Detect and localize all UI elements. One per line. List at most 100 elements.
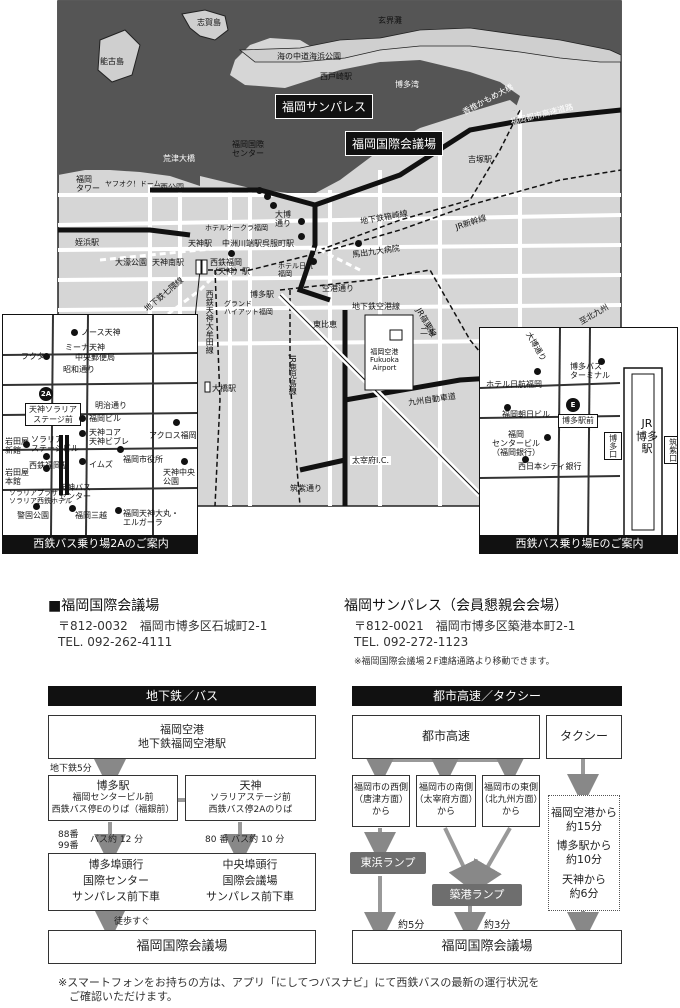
- landmark-dot: [298, 233, 305, 240]
- inset-dot: [79, 415, 86, 422]
- inset-left-caption: 西鉄バス乗り場2Aのご案内: [3, 535, 197, 553]
- west-box: 福岡市の西側 （唐津方面） から: [352, 775, 410, 827]
- sunpalace-title: 福岡サンパレス（会員懇親会会場）: [344, 598, 568, 614]
- inset-label: ホテル日航福岡: [486, 380, 542, 389]
- kokusai-center-dot: [256, 187, 263, 194]
- bus-stop-2a-badge: 2A: [39, 387, 53, 401]
- subway-destination: 福岡国際会議場: [48, 930, 316, 964]
- inset-dot: [43, 465, 50, 472]
- map-label: グランド ハイアット福岡: [224, 300, 273, 317]
- expressway-taxi-header: 都市高速／タクシー: [352, 686, 622, 706]
- hakata-sub1: 福岡センタービル前: [72, 793, 154, 804]
- time-5: 約5分: [398, 920, 425, 931]
- east-box: 福岡市の東側 （北九州方面） から: [480, 775, 543, 827]
- map-label: 福岡 タワー: [76, 175, 100, 194]
- landmark-dot: [355, 240, 362, 247]
- inset-label: 福岡朝日ビル: [502, 410, 550, 419]
- inset-hakata: 大博通り 博多バス ターミナル ホテル日航福岡 福岡朝日ビル E 博多駅前 福岡…: [479, 327, 678, 554]
- bus-stop-e-name: 博多駅前: [558, 414, 598, 428]
- inset-dot: [534, 368, 541, 375]
- inset-label: 天神ビブレ: [89, 437, 129, 446]
- inset-label: 福岡 センタービル （福岡銀行）: [492, 430, 540, 458]
- map-label: 西公園: [160, 183, 184, 192]
- map-label: 博多湾: [395, 80, 419, 89]
- airport-box: 福岡空港 地下鉄福岡空港駅: [48, 715, 316, 759]
- inset-dot: [544, 434, 551, 441]
- inset-dot: [71, 329, 78, 336]
- inset-label: ソラリア ステージビル: [31, 435, 79, 454]
- inset-label: 昭和通り: [63, 365, 95, 374]
- sunpalace-dot: [264, 193, 271, 200]
- inset-dot: [43, 453, 50, 460]
- airport-line1: 福岡空港: [160, 722, 204, 736]
- inset-dot: [504, 404, 511, 411]
- inset-label: 明治通り: [95, 401, 127, 410]
- taxi-box: タクシー: [546, 715, 622, 759]
- map-label: 筑紫通り: [290, 484, 322, 493]
- map-label: 西鉄福岡 （天神）駅: [210, 258, 250, 277]
- map-label: 大濠公園: [115, 258, 147, 267]
- hakata-sub2: 西鉄バス停Eのりば（福銀前）: [51, 805, 175, 816]
- map-label: 中洲川端駅: [222, 239, 262, 248]
- map-label: 太宰府I.C.: [350, 456, 392, 466]
- map-label: 博多駅: [250, 290, 274, 299]
- inset-label: フクタ: [21, 352, 45, 361]
- map-label: 大博 通り: [275, 210, 291, 229]
- bus-80-time: 80 番 バス約 10 分: [205, 835, 285, 845]
- sunpalace-tel: TEL. 092-272-1123: [354, 635, 469, 649]
- inset-label: 中央郵便局: [75, 353, 115, 362]
- inset-dot: [181, 458, 188, 465]
- tenjin-box: 天神 ソラリアステージ前 西鉄バス停2Aのりば: [185, 775, 316, 821]
- expressway-destination: 福岡国際会議場: [352, 930, 622, 964]
- kokusai-dot: [270, 202, 277, 209]
- inset-dot: [79, 430, 86, 437]
- chikushi-exit-label: 筑紫口: [664, 436, 677, 464]
- sunpalace-tag: 福岡サンパレス: [275, 94, 374, 119]
- map-label: 空港通り: [322, 284, 354, 293]
- map-label: 天神駅: [188, 239, 212, 248]
- kokusai-tag: 福岡国際会議場: [345, 131, 444, 156]
- map-label: 二丈: [420, 327, 436, 336]
- inset-label: 博多バス ターミナル: [570, 362, 610, 381]
- inset-label: 天神中央 公園: [163, 468, 195, 487]
- tenjin-title: 天神: [239, 779, 262, 793]
- chuo-pier-sub1: 国際会議場: [222, 874, 278, 887]
- map-label: 地下鉄空港線: [352, 302, 400, 311]
- hotel-nikko-dot: [310, 258, 317, 265]
- map-label: 呉服町駅: [262, 239, 294, 248]
- taxi-hakata: 博多駅から 約10分: [556, 839, 612, 866]
- time-3: 約3分: [484, 920, 511, 931]
- chuo-pier-title: 中央埠頭行: [222, 858, 278, 871]
- inset-label: 西鉄福岡駅: [29, 461, 69, 470]
- inset-label: 西日本シティ銀行: [518, 462, 582, 471]
- map-label: 福岡国際 センター: [232, 140, 264, 159]
- map-label: 東比恵: [313, 320, 337, 329]
- inset-label: 福岡市役所: [123, 455, 163, 464]
- higashihama-ramp: 東浜ランプ: [350, 852, 426, 874]
- chikko-ramp: 築港ランプ: [432, 884, 522, 906]
- inset-right-caption: 西鉄バス乗り場Eのご案内: [480, 535, 677, 553]
- bus-88-time: バス約 12 分: [90, 835, 144, 845]
- map-label: JR鹿児島線: [288, 355, 298, 395]
- inset-dot: [173, 419, 180, 426]
- hakata-pier-title: 博多埠頭行: [88, 858, 144, 871]
- area-map: 志賀島 玄界灘 能古島 海の中道海浜公園 西戸崎駅 博多湾 香椎かもめ大橋 福岡…: [2, 0, 678, 554]
- tenjin-dot: [228, 250, 235, 257]
- footnote: ※スマートフォンをお持ちの方は、アプリ「にしてつバスナビ」にて西鉄バスの最新の運…: [58, 976, 540, 1004]
- inset-label: 岩田屋 新館: [5, 437, 29, 456]
- map-label: 福岡空港 Fukuoka Airport: [370, 348, 399, 373]
- sunpalace-note: ※福岡国際会議場２F連絡通路より移動できます。: [354, 657, 555, 667]
- inset-label: ソラリアプラザ ソラリア西鉄ホテル: [9, 489, 72, 506]
- inset-label: 天神コア: [89, 428, 121, 437]
- south-box: 福岡市の南側 （太宰府方面） から: [415, 775, 478, 827]
- map-label: 吉塚駅: [468, 155, 492, 164]
- map-label: 海の中道海浜公園: [277, 52, 341, 61]
- tenjin-sub1: ソラリアステージ前: [210, 793, 291, 804]
- kokusai-address: 〒812-0032 福岡市博多区石城町2-1: [58, 619, 268, 633]
- inset-label: 福岡三越: [75, 511, 107, 520]
- map-label: 天神南駅: [152, 258, 184, 267]
- sunpalace-address: 〒812-0021 福岡市博多区築港本町2-1: [354, 619, 576, 633]
- kokusai-tel: TEL. 092-262-4111: [58, 635, 173, 649]
- hakata-exit-label: 博多口: [604, 432, 622, 460]
- landmark-dot: [298, 218, 305, 225]
